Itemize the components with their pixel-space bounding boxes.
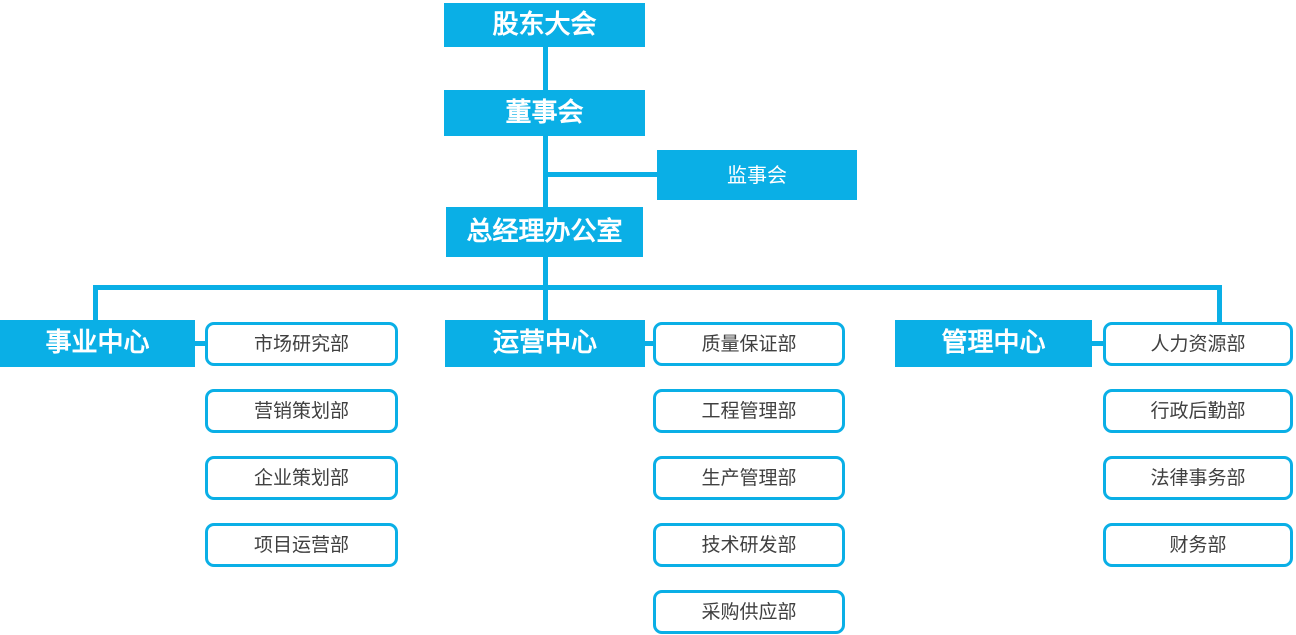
node-dept-engineering-management: 工程管理部	[653, 389, 845, 433]
node-management-center: 管理中心	[895, 320, 1092, 367]
node-dept-finance: 财务部	[1103, 523, 1293, 567]
connector-shareholders-to-board	[543, 47, 548, 90]
node-dept-quality-assurance: 质量保证部	[653, 322, 845, 366]
connector-business-to-dept	[195, 341, 206, 346]
connector-gm-office-down	[543, 257, 548, 288]
node-operations-center: 运营中心	[445, 320, 645, 367]
connector-stub-management-column	[1217, 285, 1222, 323]
connector-management-to-dept	[1092, 341, 1104, 346]
connector-stub-operations-center	[543, 285, 548, 321]
connector-operations-to-dept	[645, 341, 654, 346]
node-dept-production-management: 生产管理部	[653, 456, 845, 500]
node-dept-procurement-supply: 采购供应部	[653, 590, 845, 634]
node-board-of-directors: 董事会	[444, 90, 645, 136]
node-dept-tech-rnd: 技术研发部	[653, 523, 845, 567]
node-gm-office: 总经理办公室	[446, 207, 643, 257]
node-dept-legal-affairs: 法律事务部	[1103, 456, 1293, 500]
node-dept-human-resources: 人力资源部	[1103, 322, 1293, 366]
node-dept-market-research: 市场研究部	[205, 322, 398, 366]
node-business-center: 事业中心	[0, 320, 195, 367]
node-supervisory-board: 监事会	[657, 150, 857, 200]
connector-main-rail	[93, 285, 1222, 290]
connector-stub-business-center	[93, 285, 98, 321]
connector-board-to-gm-office	[543, 136, 548, 207]
node-dept-marketing-planning: 营销策划部	[205, 389, 398, 433]
node-dept-admin-logistics: 行政后勤部	[1103, 389, 1293, 433]
node-shareholders-meeting: 股东大会	[444, 3, 645, 47]
connector-board-to-supervisory	[545, 172, 657, 177]
node-dept-project-operations: 项目运营部	[205, 523, 398, 567]
node-dept-enterprise-planning: 企业策划部	[205, 456, 398, 500]
